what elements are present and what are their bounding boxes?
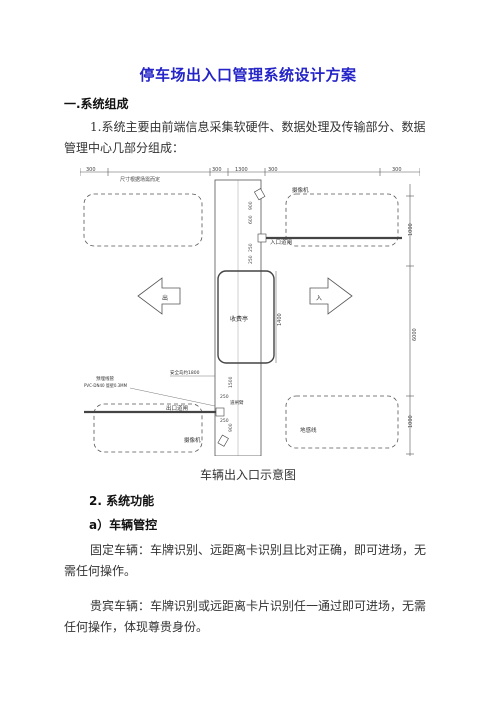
dim-top-5: 300 bbox=[392, 167, 402, 173]
dim-middle-vertical: 1400 bbox=[277, 313, 283, 326]
label-entry-arrow: 入 bbox=[316, 295, 322, 302]
section-heading-composition: 一.系统组成 bbox=[64, 97, 129, 111]
paragraph-composition: 1.系统主要由前端信息采集软硬件、数据处理及传输部分、数据管理中心几部分组成： bbox=[64, 120, 426, 155]
label-buried-pipe: 预埋线管 bbox=[96, 375, 114, 382]
small-dim-4: 250 bbox=[248, 255, 254, 264]
small-dim-8: 250 bbox=[220, 418, 229, 424]
toll-booth bbox=[217, 270, 275, 364]
paragraph-vip-vehicles: 贵宾车辆：车牌识别或远距离卡片识别任一通过即可进场，无需任何操作，体现尊贵身份。 bbox=[64, 599, 427, 634]
dim-top-2: 1300 bbox=[235, 167, 248, 173]
subsection-vehicle-control: a）车辆管控 bbox=[89, 518, 158, 532]
small-dim-5: 1500 bbox=[228, 376, 234, 388]
label-exit-arrow: 出 bbox=[162, 294, 168, 302]
small-dim-3: 250 bbox=[248, 243, 254, 252]
entry-arrow bbox=[309, 277, 353, 315]
label-entrance-gate: 入口道闸 bbox=[270, 238, 292, 246]
dim-top-3: 300 bbox=[212, 167, 222, 173]
paragraph-fixed-vehicles: 固定车辆：车牌识别、远距离卡识别且比对正确，即可进场，无需任何操作。 bbox=[64, 543, 427, 578]
parking-area-bottom-right bbox=[285, 395, 399, 449]
dim-right-2: 6000 bbox=[412, 328, 418, 341]
small-dim-6: 900 bbox=[228, 423, 234, 432]
exit-arrow bbox=[137, 277, 181, 315]
parking-area-top-right bbox=[285, 193, 399, 247]
dim-right-3: 1000 bbox=[408, 415, 414, 428]
label-camera-top: 摄像机 bbox=[292, 186, 309, 194]
label-buried-spec: PVC-DN40 管壁0.3MM bbox=[84, 382, 128, 388]
camera-bottom bbox=[217, 434, 229, 447]
dim-right-1: 1000 bbox=[408, 223, 414, 236]
dim-top-1: 300 bbox=[86, 167, 96, 173]
small-dim-2: 600 bbox=[248, 215, 254, 224]
parking-area-top-left bbox=[83, 193, 203, 247]
small-dim-1: 900 bbox=[248, 201, 254, 210]
label-gate-arm: 道闸臂 bbox=[230, 399, 244, 406]
label-safety-island: 安全岛约1800 bbox=[170, 369, 200, 376]
camera-top bbox=[253, 188, 266, 201]
parking-entrance-diagram: 300 1300 300 300 300 尺寸根据场需而定 1000 6000 … bbox=[80, 167, 420, 456]
label-camera-bottom: 摄像机 bbox=[184, 436, 201, 444]
parking-area-bottom-left bbox=[93, 403, 203, 453]
label-top-left: 尺寸根据场需而定 bbox=[120, 176, 160, 183]
section-heading-functions: 2. 系统功能 bbox=[89, 494, 155, 508]
figure-caption: 车辆出入口示意图 bbox=[199, 468, 296, 482]
page-title: 停车场出入口管理系统设计方案 bbox=[139, 66, 357, 84]
label-loop: 地感线 bbox=[300, 426, 317, 434]
small-dim-7: 250 bbox=[220, 394, 229, 400]
dim-top-4: 300 bbox=[268, 167, 278, 173]
label-exit-gate: 出口道闸 bbox=[166, 404, 188, 412]
label-toll-booth: 收费亭 bbox=[230, 315, 248, 323]
